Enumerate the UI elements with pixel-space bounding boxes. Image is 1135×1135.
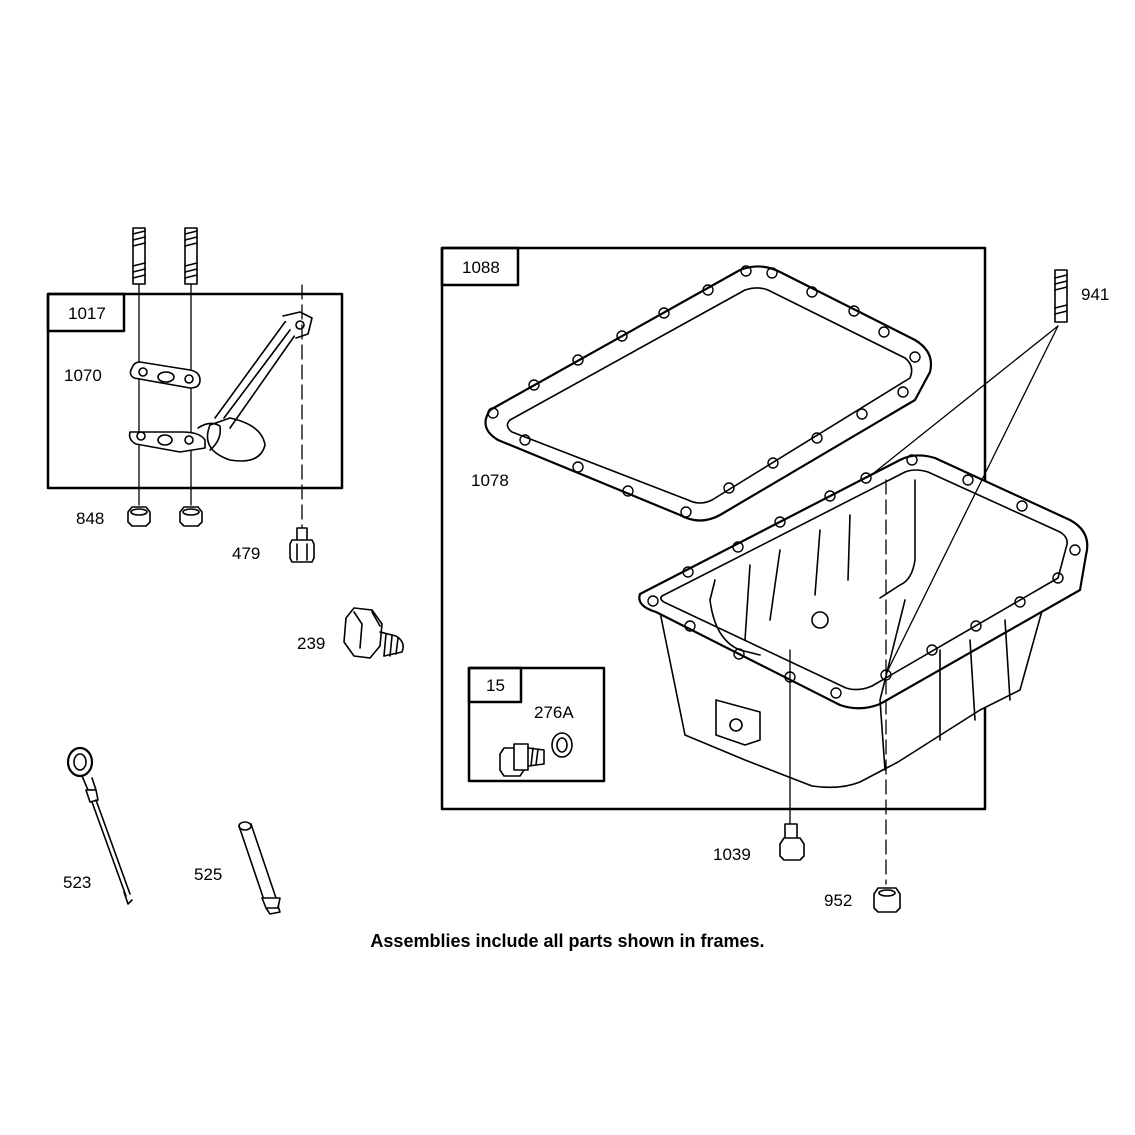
part-label-1070: 1070 <box>64 366 102 385</box>
part-label-479: 479 <box>232 544 261 563</box>
drain-plug-276A <box>499 732 573 777</box>
part-label-848: 848 <box>76 509 105 528</box>
bolt-1039 <box>779 649 805 861</box>
part-label-239: 239 <box>297 634 326 653</box>
frame-label-1088: 1088 <box>462 258 500 277</box>
part-label-276A: 276A <box>534 703 574 722</box>
frame-1088-tab <box>440 246 520 287</box>
part-label-941: 941 <box>1081 285 1110 304</box>
stud-right <box>184 227 198 506</box>
dipstick-523 <box>66 746 133 905</box>
pan-holes <box>647 454 1081 699</box>
part-label-1078: 1078 <box>471 471 509 490</box>
gasket-1070 <box>129 361 201 389</box>
stud-941 <box>869 269 1068 675</box>
frame-1017-box <box>46 292 344 490</box>
oil-pickup <box>128 284 313 531</box>
part-label-1039: 1039 <box>713 845 751 864</box>
part-label-523: 523 <box>63 873 92 892</box>
tube-525 <box>238 821 281 915</box>
gasket-holes <box>487 265 921 518</box>
sensor-239 <box>343 607 404 659</box>
frame-label-1017: 1017 <box>68 304 106 323</box>
oil-pan <box>638 454 1089 789</box>
part-label-525: 525 <box>194 865 223 884</box>
frame-15-box <box>467 666 606 783</box>
nut-848-left <box>127 506 151 527</box>
nut-848-right <box>179 506 203 527</box>
part-label-952: 952 <box>824 891 853 910</box>
nut-952 <box>873 479 901 913</box>
bolt-479 <box>289 527 315 563</box>
stud-left <box>132 227 146 506</box>
frame-label-15: 15 <box>486 676 505 695</box>
frame-1017-tab <box>46 292 126 333</box>
assembly-note: Assemblies include all parts shown in fr… <box>370 931 765 951</box>
pan-gasket-1078 <box>484 265 933 522</box>
frame-15-tab <box>467 666 523 704</box>
